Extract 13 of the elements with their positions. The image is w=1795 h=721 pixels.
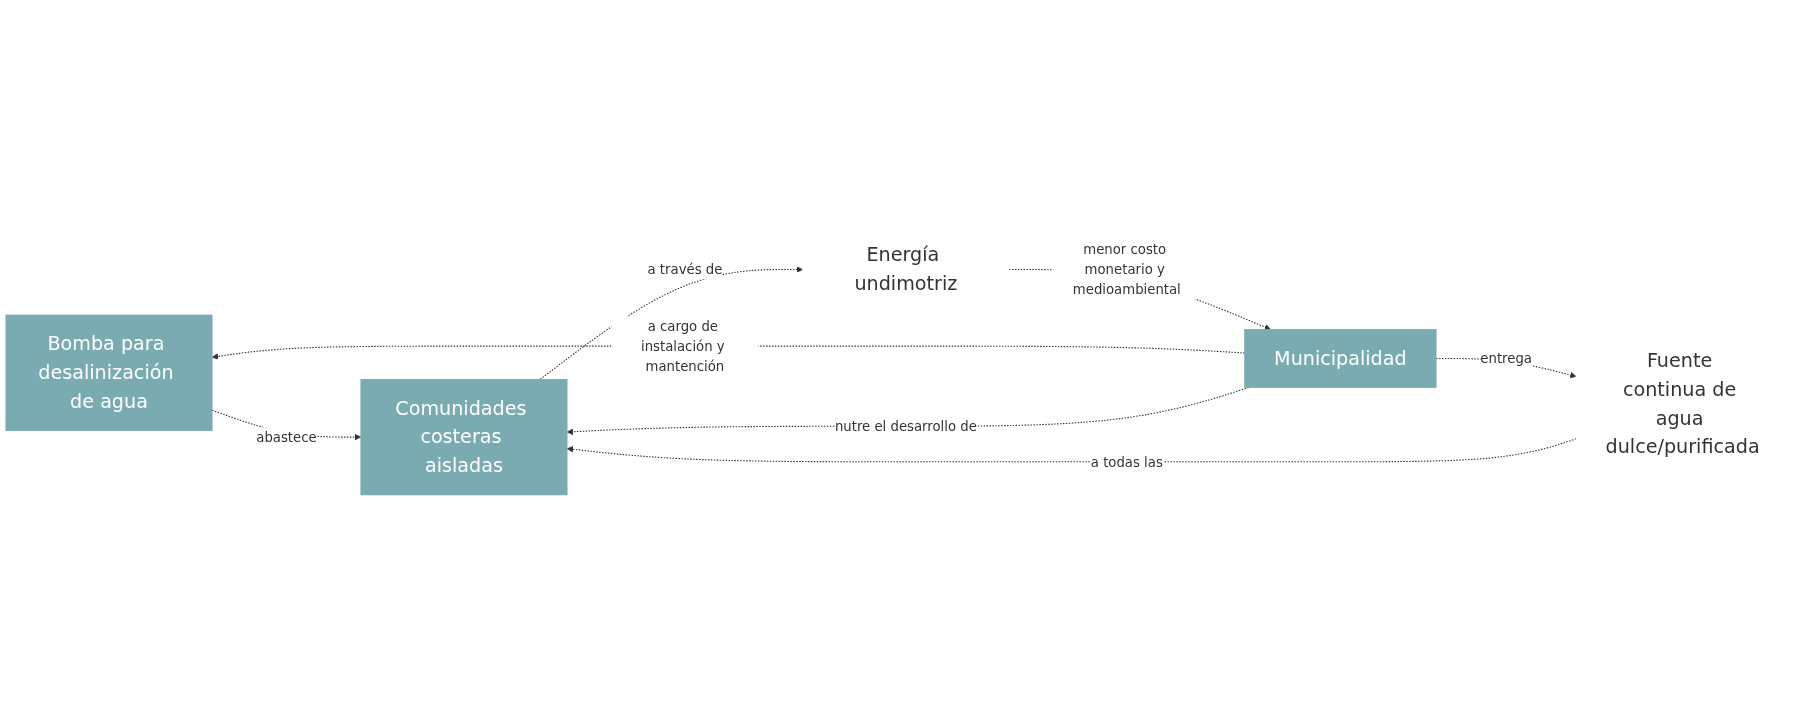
node-text: Fuente continua de agua dulce/purificada: [1605, 349, 1760, 458]
node-box: Municipalidad: [1244, 329, 1437, 388]
edge-label: a cargo de instalación y mantención: [640, 318, 725, 374]
node-box: Comunidades costeras aisladas: [360, 378, 568, 496]
edge-label: nutre el desarrollo de: [834, 418, 977, 434]
edge-label: menor costo monetario y medioambiental: [1072, 241, 1181, 298]
node-text: Energía undimotriz: [854, 243, 958, 295]
edge-label: a través de: [647, 261, 723, 278]
arrow: [539, 266, 804, 380]
edge-label: a todas las: [1090, 454, 1163, 470]
edge-label: abastece: [256, 429, 317, 445]
edge-label: entrega: [1480, 350, 1532, 367]
node-box: Bomba para desalinización de agua: [5, 314, 213, 431]
